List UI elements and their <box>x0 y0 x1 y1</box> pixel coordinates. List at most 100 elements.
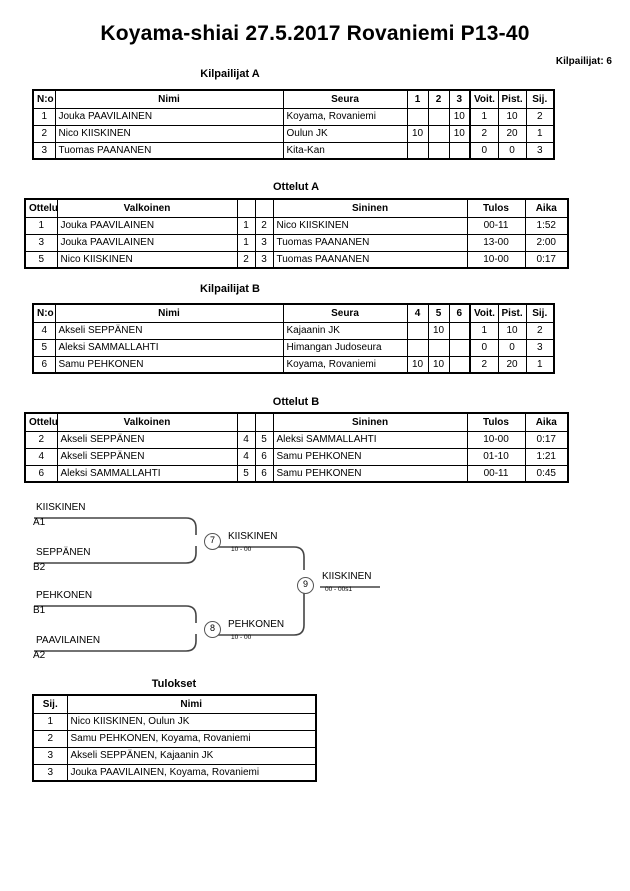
bracket-node-8[interactable]: 8 <box>204 621 221 638</box>
cell-white: Aleksi SAMMALLAHTI <box>56 464 238 483</box>
cell-result: 00-11 <box>466 216 526 235</box>
col-rank: Sij. <box>525 89 555 109</box>
table-row: 2 Samu PEHKONEN, Koyama, Rovaniemi <box>32 729 317 748</box>
cell-rank: 2 <box>525 107 555 126</box>
col-blue-no <box>254 198 274 218</box>
cell-m5: 10 <box>427 355 450 374</box>
cell-blue: Aleksi SAMMALLAHTI <box>272 430 468 449</box>
cell-rank: 3 <box>525 338 555 357</box>
tournament-bracket: KIISKINEN A1 SEPPÄNEN B2 PEHKONEN B1 PAA… <box>0 495 630 675</box>
col-result: Tulos <box>466 412 526 432</box>
table-row: 6 Samu PEHKONEN Koyama, Rovaniemi 10 10 … <box>32 355 555 374</box>
table-row: 6 Aleksi SAMMALLAHTI 5 6 Samu PEHKONEN 0… <box>24 464 569 483</box>
col-time: Aika <box>524 198 569 218</box>
cell-m2 <box>427 124 450 143</box>
cell-club: Koyama, Rovaniemi <box>282 355 408 374</box>
cell-no: 6 <box>32 355 56 374</box>
cell-match-no: 1 <box>24 216 58 235</box>
cell-club: Koyama, Rovaniemi <box>282 107 408 126</box>
cell-name: Aleksi SAMMALLAHTI <box>54 338 284 357</box>
cell-match-no: 4 <box>24 447 58 466</box>
cell-blue: Samu PEHKONEN <box>272 464 468 483</box>
cell-m4: 10 <box>406 355 429 374</box>
col-blue-no <box>254 412 274 432</box>
bracket-entry-name: PEHKONEN <box>36 590 93 601</box>
cell-match-no: 3 <box>24 233 58 252</box>
cell-points: 10 <box>497 321 527 340</box>
caption-results: Tulokset <box>151 678 197 690</box>
cell-result: 13-00 <box>466 233 526 252</box>
cell-result: 00-11 <box>466 464 526 483</box>
cell-blue: Samu PEHKONEN <box>272 447 468 466</box>
bracket-node-7[interactable]: 7 <box>204 533 221 550</box>
cell-club: Kajaanin JK <box>282 321 408 340</box>
cell-m4 <box>406 338 429 357</box>
cell-result: 10-00 <box>466 430 526 449</box>
col-m2: 2 <box>427 89 450 109</box>
table-header-row: Ottelu Valkoinen Sininen Tulos Aika <box>24 412 569 432</box>
matches-b-table: Ottelu Valkoinen Sininen Tulos Aika 2 Ak… <box>24 412 569 483</box>
bracket-sf7-winner: KIISKINEN <box>228 531 278 542</box>
cell-m1 <box>406 141 429 160</box>
cell-no: 1 <box>32 107 56 126</box>
cell-rank: 3 <box>32 763 68 782</box>
cell-rank: 1 <box>525 355 555 374</box>
col-club: Seura <box>282 303 408 323</box>
table-row: 2 Nico KIISKINEN Oulun JK 10 10 2 20 1 <box>32 124 555 143</box>
table-row: 4 Akseli SEPPÄNEN Kajaanin JK 10 1 10 2 <box>32 321 555 340</box>
cell-blue: Tuomas PAANANEN <box>272 250 468 269</box>
table-row: 1 Jouka PAAVILAINEN Koyama, Rovaniemi 10… <box>32 107 555 126</box>
cell-white-no: 2 <box>236 250 256 269</box>
cell-white: Jouka PAAVILAINEN <box>56 216 238 235</box>
cell-result: 10-00 <box>466 250 526 269</box>
cell-name: Nico KIISKINEN <box>54 124 284 143</box>
cell-blue: Nico KIISKINEN <box>272 216 468 235</box>
cell-m6 <box>448 338 471 357</box>
cell-points: 10 <box>497 107 527 126</box>
cell-white-no: 4 <box>236 447 256 466</box>
cell-m2 <box>427 141 450 160</box>
cell-name: Nico KIISKINEN, Oulun JK <box>66 712 317 731</box>
cell-time: 1:21 <box>524 447 569 466</box>
table-row: 3 Jouka PAAVILAINEN 1 3 Tuomas PAANANEN … <box>24 233 569 252</box>
bracket-line-b1 <box>34 605 197 623</box>
table-row: 4 Akseli SEPPÄNEN 4 6 Samu PEHKONEN 01-1… <box>24 447 569 466</box>
col-name: Nimi <box>54 303 284 323</box>
caption-matches-b: Ottelut B <box>272 396 320 408</box>
table-row: 2 Akseli SEPPÄNEN 4 5 Aleksi SAMMALLAHTI… <box>24 430 569 449</box>
cell-points: 20 <box>497 355 527 374</box>
bracket-sf8-winner: PEHKONEN <box>228 619 285 630</box>
table-row: 3 Jouka PAAVILAINEN, Koyama, Rovaniemi <box>32 763 317 782</box>
cell-blue-no: 6 <box>254 447 274 466</box>
cell-m5 <box>427 338 450 357</box>
cell-time: 2:00 <box>524 233 569 252</box>
cell-rank: 1 <box>32 712 68 731</box>
col-match-no: Ottelu <box>24 198 58 218</box>
cell-wins: 1 <box>469 107 499 126</box>
cell-white-no: 1 <box>236 216 256 235</box>
col-wins: Voit. <box>469 89 499 109</box>
col-blue: Sininen <box>272 198 468 218</box>
col-name: Nimi <box>54 89 284 109</box>
cell-name: Jouka PAAVILAINEN, Koyama, Rovaniemi <box>66 763 317 782</box>
cell-name: Samu PEHKONEN, Koyama, Rovaniemi <box>66 729 317 748</box>
table-header-row: N:o Nimi Seura 1 2 3 Voit. Pist. Sij. <box>32 89 555 109</box>
bracket-entry-name: PAAVILAINEN <box>36 635 101 646</box>
table-header-row: Ottelu Valkoinen Sininen Tulos Aika <box>24 198 569 218</box>
cell-rank: 1 <box>525 124 555 143</box>
bracket-line-a2 <box>34 634 197 652</box>
table-row: 5 Aleksi SAMMALLAHTI Himangan Judoseura … <box>32 338 555 357</box>
cell-white-no: 1 <box>236 233 256 252</box>
cell-blue-no: 5 <box>254 430 274 449</box>
bracket-node-9[interactable]: 9 <box>297 577 314 594</box>
cell-time: 1:52 <box>524 216 569 235</box>
cell-name: Akseli SEPPÄNEN, Kajaanin JK <box>66 746 317 765</box>
cell-m6 <box>448 321 471 340</box>
col-match-no: Ottelu <box>24 412 58 432</box>
col-result: Tulos <box>466 198 526 218</box>
cell-rank: 2 <box>525 321 555 340</box>
pool-b-table: N:o Nimi Seura 4 5 6 Voit. Pist. Sij. 4 … <box>32 303 555 374</box>
bracket-lines <box>34 517 380 652</box>
cell-no: 4 <box>32 321 56 340</box>
page-title: Koyama-shiai 27.5.2017 Rovaniemi P13-40 <box>100 22 530 45</box>
